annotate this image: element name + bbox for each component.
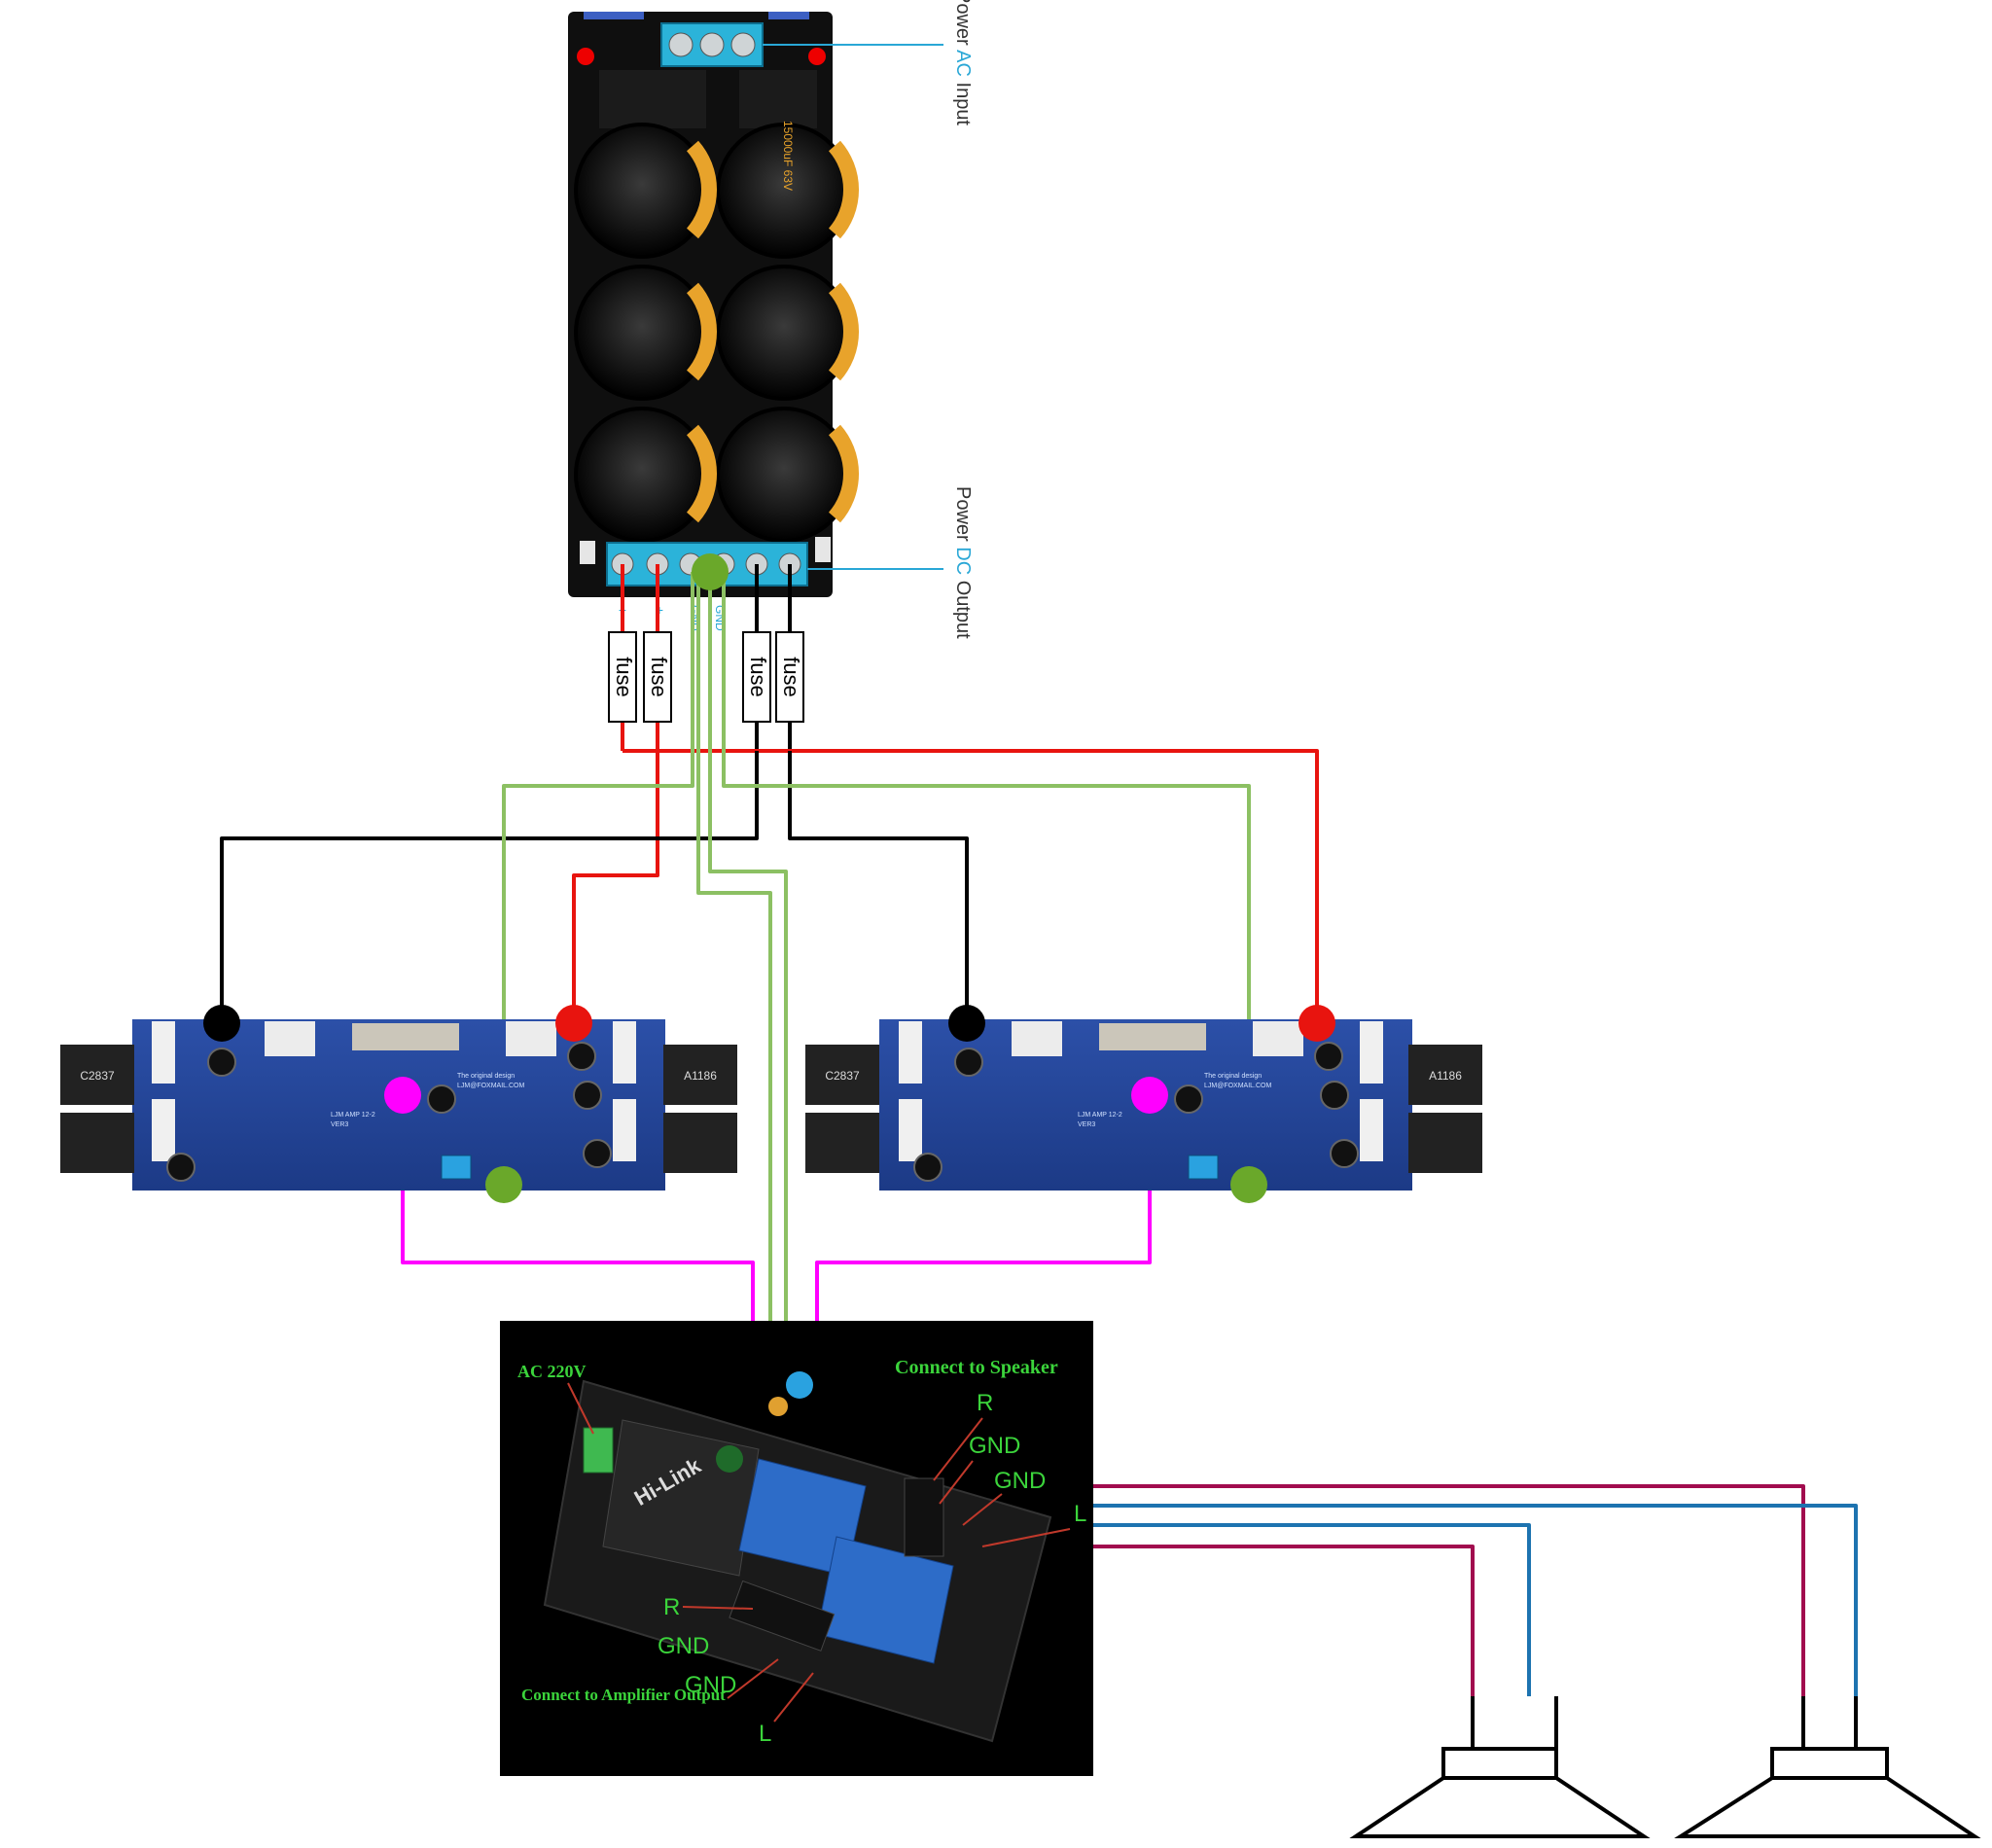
- fuse-1: fuse: [608, 631, 637, 723]
- psu-board: 15000uF 63V: [568, 12, 859, 597]
- dot-positive-left: [555, 1005, 592, 1042]
- wire-negative-right: [788, 751, 969, 1023]
- amp-left-credit: The original design: [457, 1073, 515, 1080]
- speaker-icon: [1674, 1696, 1981, 1838]
- amp-title: Connect to Amplifier Output: [521, 1686, 726, 1704]
- wire-speaker-r-neg: [940, 1504, 1858, 1696]
- amp-right-ver: VER3: [1078, 1121, 1095, 1128]
- fuse-label-1: fuse: [612, 657, 636, 697]
- wire-speaker-l-pos: [982, 1545, 1475, 1696]
- amp-left-transistor-label: C2837: [80, 1069, 115, 1083]
- dc-output-label-pre: Power: [952, 486, 974, 547]
- amp-left-ver: VER3: [331, 1121, 348, 1128]
- fuse-4: fuse: [775, 631, 804, 723]
- wire-ground-amp-left: [502, 572, 694, 1185]
- fuse-3: fuse: [742, 631, 771, 723]
- dot-negative-right: [948, 1005, 985, 1042]
- ac-terminal: [583, 1427, 614, 1474]
- dot-ground-psu: [692, 553, 729, 590]
- fuse-2: fuse: [643, 631, 672, 723]
- ac-input-label-post: Input: [952, 77, 974, 125]
- dot-signal-left: [384, 1077, 421, 1114]
- wire-speaker-l-neg: [963, 1523, 1531, 1696]
- fuse-label-2: fuse: [647, 657, 671, 697]
- connection-dots: [203, 553, 1335, 1203]
- amp-right-model: LJM AMP 12-2: [1078, 1112, 1122, 1119]
- wire-positive-right: [622, 749, 1319, 1023]
- dc-output-label-post: Output: [952, 575, 974, 639]
- amp-right-transistor-label: C2837: [825, 1069, 860, 1083]
- dot-signal-right: [1131, 1077, 1168, 1114]
- right-label-l: L: [1074, 1501, 1086, 1527]
- psu-capacitors: 15000uF 63V: [574, 121, 859, 543]
- amp-right-transistor-label-2: A1186: [1429, 1069, 1462, 1083]
- amp-left-transistor-label-2: A1186: [684, 1069, 717, 1083]
- wire-negative-left: [220, 751, 759, 1023]
- dc-output-label: Power DC Output: [952, 486, 974, 639]
- speaker-terminal: [904, 1477, 944, 1557]
- fuses: fuse fuse fuse fuse: [608, 631, 804, 723]
- fuse-label-4: fuse: [779, 657, 803, 697]
- left-label-r: R: [663, 1594, 680, 1620]
- left-label-gnd-1: GND: [658, 1633, 709, 1659]
- wire-ground-amp-right: [722, 572, 1251, 1185]
- right-label-gnd-2: GND: [994, 1468, 1046, 1494]
- right-label-gnd-1: GND: [969, 1433, 1020, 1459]
- protection-board: Hi-Link AC 220V Connect to Speaker Conne…: [500, 1321, 1093, 1776]
- speaker-title: Connect to Speaker: [895, 1357, 1058, 1378]
- wire-ground-prot-1: [696, 572, 772, 1642]
- wires: [220, 564, 1858, 1696]
- left-label-l: L: [759, 1721, 771, 1747]
- dot-ground-right: [1230, 1166, 1267, 1203]
- ac-label: AC 220V: [517, 1362, 587, 1381]
- wire-ground-prot-2: [708, 572, 788, 1642]
- amp-terminal: [729, 1580, 836, 1652]
- dot-negative-left: [203, 1005, 240, 1042]
- relays: [738, 1458, 954, 1664]
- ac-input-label: Power AC Input: [952, 0, 974, 125]
- dot-ground-left: [485, 1166, 522, 1203]
- amp-right-email: LJM@FOXMAIL.COM: [1204, 1083, 1272, 1089]
- amp-left-email: LJM@FOXMAIL.COM: [457, 1083, 525, 1089]
- right-label-r: R: [977, 1390, 993, 1416]
- cap-marking: 15000uF 63V: [781, 121, 795, 191]
- dot-positive-right: [1298, 1005, 1335, 1042]
- left-label-gnd-2: GND: [685, 1672, 736, 1698]
- wire-positive-left: [572, 751, 659, 1023]
- wire-speaker-r-pos: [914, 1484, 1805, 1696]
- amp-left-model: LJM AMP 12-2: [331, 1112, 375, 1119]
- ac-input-label-pre: Power: [952, 0, 974, 50]
- amp-right-credit: The original design: [1204, 1073, 1262, 1080]
- led-right: [808, 48, 826, 65]
- speaker-icon: [1349, 1696, 1651, 1838]
- dc-output-label-accent: DC: [952, 547, 974, 575]
- led-left: [577, 48, 594, 65]
- ac-input-label-accent: AC: [952, 50, 974, 77]
- fuse-label-3: fuse: [746, 657, 770, 697]
